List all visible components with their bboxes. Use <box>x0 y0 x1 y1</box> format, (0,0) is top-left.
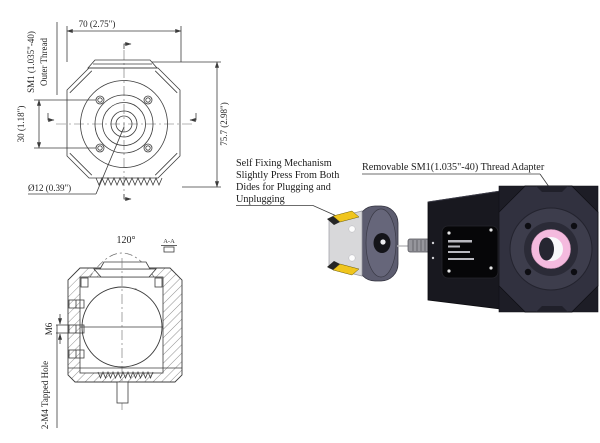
dim-width-label: 70 (2.75") <box>79 19 116 29</box>
corner-chamfer-line <box>154 152 178 176</box>
dim-height: 75.7 (2.98") <box>152 61 229 188</box>
label-text-line <box>448 251 470 253</box>
top-clamp-tab <box>87 59 158 69</box>
self-fixing-line4: Unplugging <box>236 194 285 205</box>
adapter-bore-shadow <box>539 237 554 261</box>
dim-m6: M6 <box>44 314 69 344</box>
connector-pin <box>380 239 386 245</box>
section-label: A-A <box>163 238 175 245</box>
cavity-notch-right <box>154 277 163 288</box>
camera-body-outline <box>66 67 181 179</box>
dim-bore: Ø12 (0.39") <box>28 126 125 195</box>
top-insert <box>93 268 157 278</box>
dim-hole-spacing: 30 (1.18") <box>16 99 96 149</box>
tapped-holes <box>68 299 85 359</box>
self-fixing-leader-line <box>236 205 342 219</box>
self-fixing-line3: Dides for Plugging and <box>236 182 331 193</box>
self-fixing-note: Self Fixing Mechanism Slightly Press Fro… <box>236 158 342 219</box>
cavity-notch-left <box>80 277 89 288</box>
connector-clip-trim-top <box>327 216 340 225</box>
label-screw-dot <box>447 269 451 273</box>
label-text-line <box>448 240 472 243</box>
mount-screw-hole <box>570 268 578 276</box>
thread-callout: SM1 (1.035"-40) Outer Thread <box>26 22 58 95</box>
camera-trigger-shaft <box>407 238 432 253</box>
front-corner-facet <box>571 185 599 213</box>
label-screw-dot <box>489 228 493 232</box>
dim-bore-label: Ø12 (0.39") <box>28 183 71 193</box>
bore-circle <box>110 110 138 138</box>
mount-screw-hole <box>524 222 532 230</box>
corner-chamfer-line <box>69 70 93 94</box>
label-text-line <box>448 245 460 248</box>
side-face-dot <box>431 256 435 260</box>
bottom-stem <box>116 381 129 404</box>
label-screw-dot <box>489 266 493 270</box>
front-corner-facet <box>498 185 526 213</box>
dim-m6-label: M6 <box>44 322 54 335</box>
dim-height-label: 75.7 (2.98") <box>219 102 229 145</box>
bore-inner-circle <box>115 115 133 133</box>
front-bottom-groove <box>536 306 568 312</box>
section-cut-marker <box>47 41 197 202</box>
angle-label: 120° <box>117 235 136 246</box>
front-corner-facet <box>571 285 599 313</box>
section-knurl <box>97 370 154 380</box>
dim-tapped-label: 2-M4 Tapped Hole <box>40 361 50 429</box>
connector-yellow-clip-bottom <box>332 263 360 276</box>
dim-tapped-label-group: 2-M4 Tapped Hole <box>40 325 58 429</box>
side-face-dot <box>431 241 435 245</box>
connector-clip-trim-bottom <box>327 261 340 270</box>
screw-holes <box>95 95 153 153</box>
label-screw-dot <box>447 231 451 235</box>
thread-label-line2: Outer Thread <box>39 37 49 86</box>
top-insert-tab <box>99 261 151 270</box>
mount-screw-hole <box>570 222 578 230</box>
corner-chamfer-line <box>154 70 178 94</box>
connector-yellow-clip-top <box>332 210 360 223</box>
connector-face-hole-bottom <box>348 254 356 262</box>
section-label-group: A-A <box>161 238 177 253</box>
label-text-line <box>448 258 474 260</box>
front-flange-circle <box>80 80 168 168</box>
lens-ring-inner <box>102 102 146 146</box>
knurl-strip <box>95 176 163 187</box>
connector-face-hole-top <box>348 225 356 233</box>
section-view-drawing: 120° A-A <box>40 235 183 429</box>
front-corner-facet <box>498 285 526 313</box>
thread-adapter-label: Removable SM1(1.035"-40) Thread Adapter <box>362 162 545 173</box>
dim-hole-spacing-label: 30 (1.18") <box>16 106 26 143</box>
corner-chamfer-line <box>69 152 93 176</box>
mount-screw-hole <box>524 268 532 276</box>
dim-width: 70 (2.75") <box>66 19 182 62</box>
front-top-groove <box>536 186 568 192</box>
camera-top-edge-highlight <box>427 190 502 203</box>
thread-label-line1: SM1 (1.035"-40) <box>26 31 36 93</box>
front-view-drawing: 70 (2.75") 75.7 (2.98") 30 (1.18") SM1 (… <box>16 19 229 202</box>
lens-ring-outer <box>94 94 154 154</box>
self-fixing-line1: Self Fixing Mechanism <box>236 158 332 169</box>
connector-render <box>327 205 409 282</box>
camera-render <box>407 185 599 313</box>
camera-info-label <box>441 225 499 279</box>
self-fixing-line2: Slightly Press From Both <box>236 170 339 181</box>
